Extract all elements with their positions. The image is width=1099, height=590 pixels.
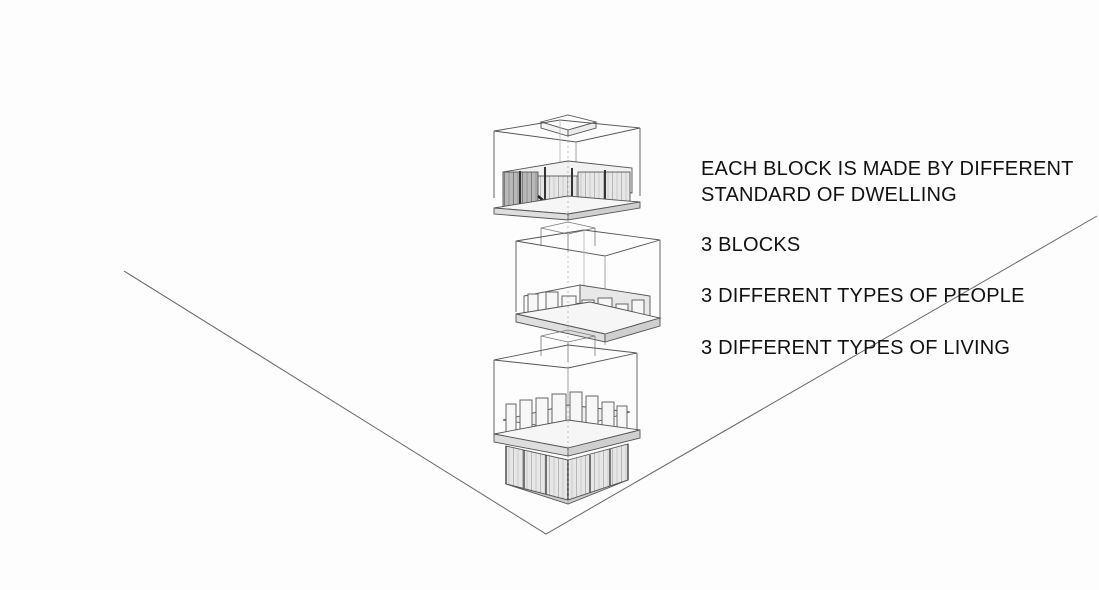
caption-line-1: EACH BLOCK IS MADE BY DIFFERENT (701, 158, 1074, 180)
caption-block-standard: EACH BLOCK IS MADE BY DIFFERENT STANDARD… (701, 156, 1074, 208)
top-block (493, 114, 641, 221)
caption-line-2: STANDARD OF DWELLING (701, 184, 957, 206)
caption-living-types: 3 DIFFERENT TYPES OF LIVING (701, 337, 1011, 359)
bottom-block (493, 344, 641, 505)
caption-people-types: 3 DIFFERENT TYPES OF PEOPLE (701, 285, 1025, 307)
core-connector-lower (540, 329, 596, 362)
middle-block (515, 229, 662, 345)
ground-plane-outline (123, 215, 1098, 535)
caption-blocks-count: 3 BLOCKS (701, 234, 801, 256)
